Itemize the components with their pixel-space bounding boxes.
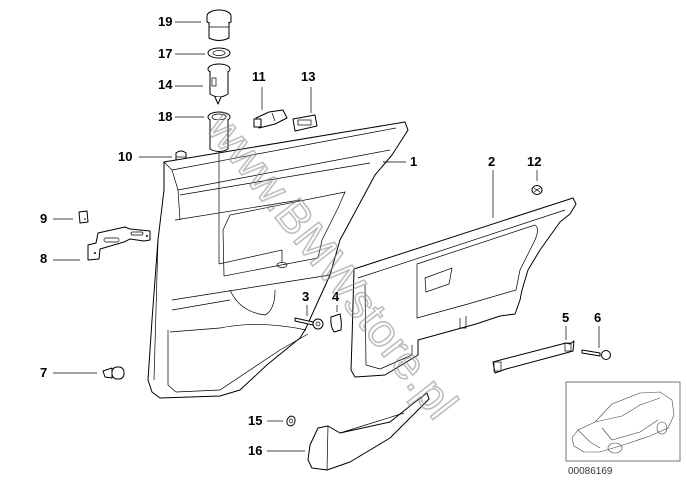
part-13-clip[interactable] [292, 114, 318, 132]
part-number-1: 1 [410, 154, 417, 169]
callout-5: 5 [562, 310, 569, 340]
callout-6: 6 [594, 310, 601, 348]
part-15-nut[interactable] [286, 415, 297, 427]
part-7-rivet[interactable] [102, 366, 125, 380]
part-number-19: 19 [158, 14, 172, 29]
callout-9: 9 [40, 211, 73, 226]
vehicle-thumbnail: 00086169 [565, 381, 681, 477]
part-19-cap[interactable] [206, 9, 232, 41]
part-number-16: 16 [248, 443, 262, 458]
part-number-9: 9 [40, 211, 47, 226]
part-6-screw[interactable] [581, 349, 611, 360]
callout-19: 19 [158, 14, 201, 29]
part-8-bracket[interactable] [87, 226, 151, 261]
callout-14: 14 [158, 77, 203, 92]
assembly-guideline [218, 153, 283, 265]
part-number-10: 10 [118, 149, 132, 164]
part-number-17: 17 [158, 46, 172, 61]
callout-8: 8 [40, 251, 80, 266]
callout-16: 16 [248, 443, 305, 458]
callout-15: 15 [248, 413, 283, 428]
part-number-14: 14 [158, 77, 173, 92]
callout-2: 2 [488, 154, 495, 218]
callout-11: 11 [252, 69, 266, 110]
part-number-5: 5 [562, 310, 569, 325]
callout-3: 3 [302, 289, 309, 316]
part-5-grab-handle[interactable] [492, 340, 575, 374]
part-2-side-trim-panel[interactable] [350, 197, 577, 378]
part-number-18: 18 [158, 109, 172, 124]
part-12-clip[interactable] [531, 185, 543, 195]
part-11-clip[interactable] [253, 109, 288, 129]
part-number-13: 13 [301, 69, 315, 84]
callout-13: 13 [301, 69, 315, 113]
part-number-7: 7 [40, 365, 47, 380]
callout-10: 10 [118, 149, 172, 164]
part-number-15: 15 [248, 413, 262, 428]
callout-18: 18 [158, 109, 204, 124]
part-14-socket-insert[interactable] [207, 63, 231, 105]
part-number-12: 12 [527, 154, 541, 169]
part-4-cap[interactable] [330, 313, 342, 333]
callout-12: 12 [527, 154, 541, 181]
part-number-2: 2 [488, 154, 495, 169]
part-number-11: 11 [252, 69, 266, 84]
part-1-door-trim-panel[interactable] [147, 121, 409, 399]
part-number-3: 3 [302, 289, 309, 304]
callout-4: 4 [332, 289, 340, 312]
part-16-armrest[interactable] [307, 392, 430, 471]
callout-1: 1 [383, 154, 417, 169]
car-outline-icon [571, 391, 675, 454]
part-17-ring[interactable] [207, 47, 231, 59]
part-9-clip-nut[interactable] [78, 210, 89, 224]
catalog-code: 00086169 [568, 466, 613, 477]
callout-7: 7 [40, 365, 97, 380]
part-number-6: 6 [594, 310, 601, 325]
part-3-screw[interactable] [294, 317, 324, 330]
part-number-4: 4 [332, 289, 340, 304]
thumbnail-frame [565, 381, 681, 462]
callout-17: 17 [158, 46, 205, 61]
part-number-8: 8 [40, 251, 47, 266]
part-18-socket-housing[interactable] [207, 111, 231, 152]
